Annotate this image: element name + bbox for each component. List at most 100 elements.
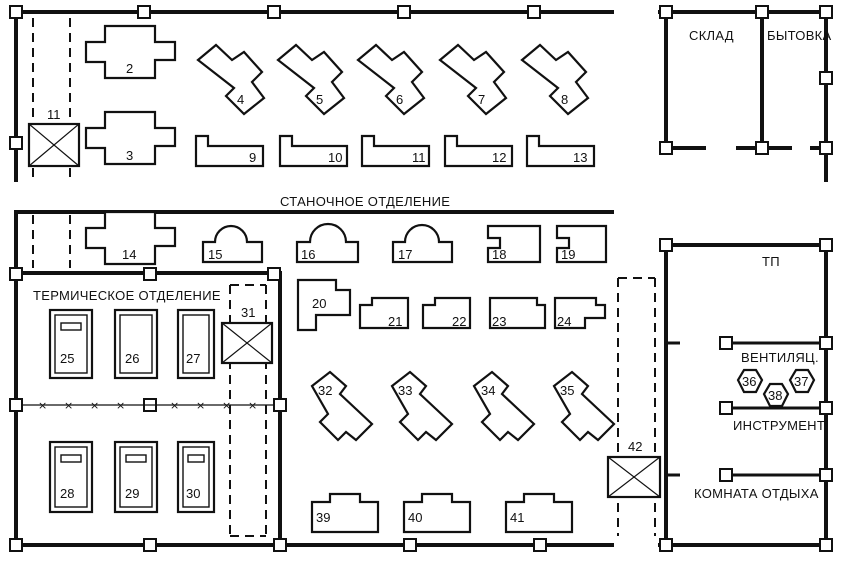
crane-42: 42	[606, 439, 662, 499]
fan-36: 36	[736, 368, 764, 394]
label-28: 28	[60, 486, 74, 501]
cross-mark: ×	[38, 399, 47, 412]
label-24: 24	[557, 314, 571, 329]
label-8: 8	[561, 92, 568, 107]
label-21: 21	[388, 314, 402, 329]
label-15: 15	[208, 247, 222, 262]
label-22: 22	[452, 314, 466, 329]
label-33: 33	[398, 383, 412, 398]
furnace-27: 27	[176, 308, 216, 380]
machine-3: 3	[84, 110, 177, 166]
machine-35: 35	[552, 370, 616, 442]
label-32: 32	[318, 383, 332, 398]
label-37: 37	[794, 374, 808, 389]
room-label-rest-room: КОМНАТА ОТДЫХА	[694, 486, 819, 501]
label-27: 27	[186, 351, 200, 366]
machine-20: 20	[296, 278, 352, 332]
furnace-29: 29	[113, 440, 159, 514]
cross-mark: ×	[222, 399, 231, 412]
crane-11: 11	[27, 107, 81, 168]
label-31: 31	[241, 305, 255, 320]
machine-40: 40	[402, 492, 472, 534]
machine-34: 34	[472, 370, 536, 442]
label-5: 5	[316, 92, 323, 107]
room-label-warehouse: СКЛАД	[689, 28, 734, 43]
machine-21: 21	[358, 296, 410, 330]
furnace-25: 25	[48, 308, 94, 380]
label-18: 18	[492, 247, 506, 262]
label-3: 3	[126, 148, 133, 163]
machine-18: 18	[486, 224, 542, 264]
label-26: 26	[125, 351, 139, 366]
machine-23: 23	[488, 296, 547, 330]
label-14: 14	[122, 247, 136, 262]
room-label-substation: ТП	[762, 254, 780, 269]
label-34: 34	[481, 383, 495, 398]
label-10: 10	[328, 150, 342, 165]
fan-38: 38	[762, 382, 790, 408]
label-2: 2	[126, 61, 133, 76]
room-label-ventilation: ВЕНТИЛЯЦ.	[741, 350, 819, 365]
room-label-machine-shop: СТАНОЧНОЕ ОТДЕЛЕНИЕ	[280, 194, 450, 209]
cross-mark: ×	[170, 399, 179, 412]
machine-39: 39	[310, 492, 380, 534]
label-11a: 11	[47, 107, 61, 122]
machine-12: 12	[443, 134, 514, 168]
label-6: 6	[396, 92, 403, 107]
label-4: 4	[237, 92, 244, 107]
cross-mark: ×	[116, 399, 125, 412]
machine-2: 2	[84, 24, 177, 80]
label-36: 36	[742, 374, 756, 389]
label-39: 39	[316, 510, 330, 525]
label-11b: 11	[412, 150, 426, 165]
label-16: 16	[301, 247, 315, 262]
label-25: 25	[60, 351, 74, 366]
room-label-heat-treatment: ТЕРМИЧЕСКОЕ ОТДЕЛЕНИЕ	[33, 288, 221, 303]
cross-mark: ×	[196, 399, 205, 412]
label-40: 40	[408, 510, 422, 525]
label-35: 35	[560, 383, 574, 398]
furnace-26: 26	[113, 308, 159, 380]
cross-mark: ×	[64, 399, 73, 412]
furnace-28: 28	[48, 440, 94, 514]
label-42: 42	[628, 439, 642, 454]
machine-9: 9	[194, 134, 265, 168]
furnace-30: 30	[176, 440, 216, 514]
label-12: 12	[492, 150, 506, 165]
machine-33: 33	[390, 370, 454, 442]
machine-24: 24	[553, 296, 607, 330]
machine-17: 17	[391, 223, 454, 264]
label-17: 17	[398, 247, 412, 262]
machine-10: 10	[278, 134, 349, 168]
machine-16: 16	[295, 222, 360, 264]
machine-15: 15	[201, 224, 264, 264]
label-13: 13	[573, 150, 587, 165]
columns	[9, 5, 833, 552]
machine-32: 32	[310, 370, 374, 442]
label-29: 29	[125, 486, 139, 501]
label-20: 20	[312, 296, 326, 311]
fan-37: 37	[788, 368, 816, 394]
label-23: 23	[492, 314, 506, 329]
label-19: 19	[561, 247, 575, 262]
label-30: 30	[186, 486, 200, 501]
cross-mark: ×	[90, 399, 99, 412]
label-9: 9	[249, 150, 256, 165]
machine-41: 41	[504, 492, 574, 534]
machine-7: 7	[438, 43, 508, 116]
machine-4: 4	[196, 43, 266, 116]
machine-11: 11	[360, 134, 431, 168]
room-label-tools: ИНСТРУМЕНТ.	[733, 418, 828, 433]
machine-22: 22	[421, 296, 472, 330]
fence-line: × × × × × × × ×	[22, 399, 274, 412]
label-7: 7	[478, 92, 485, 107]
machine-13: 13	[525, 134, 596, 168]
machine-14: 14	[84, 210, 177, 266]
label-41: 41	[510, 510, 524, 525]
cross-mark: ×	[248, 399, 257, 412]
label-38: 38	[768, 388, 782, 403]
crane-31: 31	[220, 305, 274, 365]
machine-19: 19	[555, 224, 608, 264]
machine-8: 8	[520, 43, 590, 116]
